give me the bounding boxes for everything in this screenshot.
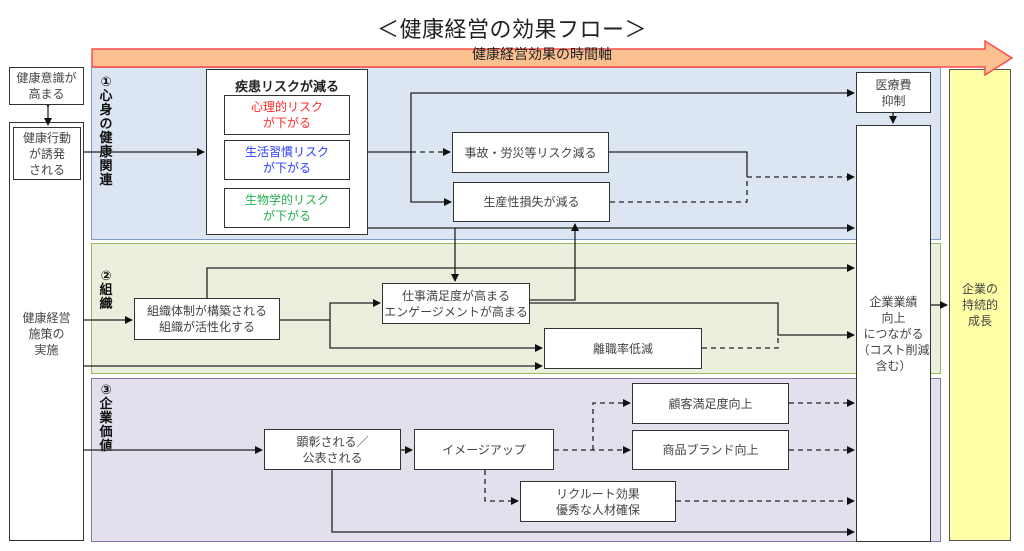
risk-to-productivity-connector [410, 152, 452, 206]
disease-risk-title: 疾患リスクが減る [234, 80, 339, 95]
org-to-outcome-connector [206, 264, 855, 298]
accident-risk-box: 事故・労災等リスク減る [452, 132, 609, 173]
job-satisfaction-box: 仕事満足度が高まる エンゲージメントが高まる [382, 283, 530, 324]
award-box: 顕彰される／ 公表される [264, 429, 401, 470]
satisfaction-to-productivity-connector [530, 223, 579, 301]
medical-cost-box: 医療費 抑制 [856, 72, 931, 113]
biological-risk-box: 生物学的リスク が下がる [224, 188, 350, 228]
org-to-turnover-connector [329, 320, 543, 352]
health-management-implementation-label: 健康経営 施策の 実施 [22, 311, 71, 357]
diagram-title: ＜健康経営の効果フロー＞ [376, 18, 647, 43]
recruit-effect-box: リクルート効果 優秀な人材確保 [520, 481, 676, 522]
award-to-outcome-connector [331, 470, 855, 536]
time-axis-label: 健康経営効果の時間軸 [472, 47, 612, 63]
disease-risk-group: 疾患リスクが減る 心理的リスク が下がる 生活習慣リスク が下がる 生物学的リス… [206, 69, 368, 235]
left-column-frame [9, 122, 84, 541]
zone-organization-label: ②組織 [99, 269, 113, 312]
productivity-loss-box: 生産性損失が減る [453, 182, 610, 222]
health-awareness-box: 健康意識が 高まる [9, 67, 84, 105]
business-performance-box: 企業業績 向上 につながる （コスト削減 含む） [856, 125, 931, 542]
zone-health-label: ①心身の健康関連 [99, 75, 113, 188]
image-up-box: イメージアップ [414, 429, 554, 470]
lifestyle-risk-box: 生活習慣リスク が下がる [224, 140, 350, 180]
satisfaction-to-outcome-connector [530, 302, 855, 339]
productivity-to-outcome-connector [610, 177, 748, 203]
image-to-recruit-connector [484, 470, 519, 505]
sustainable-growth-box: 企業の 持続的 成長 [949, 69, 1011, 541]
org-to-satisfaction-connector [280, 299, 381, 321]
time-axis-arrow-shape [91, 39, 1014, 77]
turnover-to-outcome-connector [702, 335, 779, 349]
organization-box: 組織体制が構築される 組織が活性化する [134, 298, 280, 340]
turnover-reduction-box: 離職率低減 [544, 328, 702, 369]
psychological-risk-box: 心理的リスク が下がる [224, 95, 350, 135]
time-axis-arrow [91, 39, 1014, 77]
accident-to-outcome-connector [609, 151, 748, 177]
health-behavior-box: 健康行動 が誘発 される [13, 127, 81, 180]
customer-satisfaction-box: 顧客満足度向上 [632, 383, 789, 424]
product-brand-box: 商品ブランド向上 [632, 430, 789, 470]
image-to-customer-connector [592, 399, 631, 450]
risk-to-medical-connector [368, 89, 855, 153]
